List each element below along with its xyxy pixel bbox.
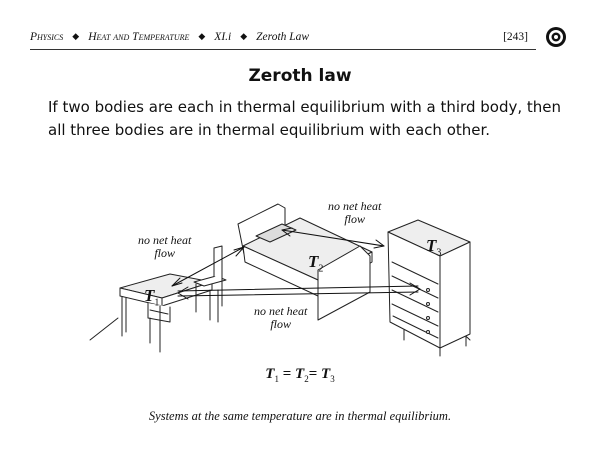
- bullseye-icon[interactable]: [545, 26, 567, 48]
- running-header: Physics ◆ Heat and Temperature ◆ XI.i ◆ Zeroth…: [30, 31, 530, 49]
- equilibrium-equation: T1 = T2= T3: [265, 366, 335, 384]
- arrow-desk-dresser: [177, 282, 421, 300]
- floor-line: [89, 317, 119, 341]
- temperature-t2: T2: [308, 252, 324, 275]
- chair: [193, 245, 227, 323]
- room-illustration: [89, 203, 471, 357]
- desk: [119, 273, 213, 353]
- breadcrumb-chapter: Heat and Temperature: [88, 31, 190, 43]
- breadcrumb-separator: ◆: [72, 31, 80, 41]
- law-statement: If two bodies are each in thermal equili…: [48, 98, 561, 139]
- figure-caption: Systems at the same temperature are in t…: [148, 409, 452, 423]
- breadcrumb: Physics ◆ Heat and Temperature ◆ XI.i ◆ Zeroth…: [30, 31, 309, 43]
- heat-flow-arrows: [171, 227, 421, 300]
- page-title: Zeroth law: [248, 66, 352, 86]
- bed: [237, 203, 373, 321]
- breadcrumb-subject: Physics: [30, 31, 64, 43]
- arrow-bed-dresser: [281, 227, 385, 249]
- header-divider: [30, 49, 536, 50]
- arrow-desk-bed: [171, 246, 245, 287]
- breadcrumb-topic: Zeroth Law: [256, 31, 310, 43]
- temperature-t3: T3: [426, 236, 442, 259]
- breadcrumb-section: XI.i: [214, 31, 232, 43]
- temperature-t1: T1: [144, 286, 160, 309]
- breadcrumb-separator: ◆: [198, 31, 206, 41]
- breadcrumb-separator: ◆: [240, 31, 248, 41]
- page-number: [243]: [503, 31, 528, 43]
- dresser: [387, 219, 471, 357]
